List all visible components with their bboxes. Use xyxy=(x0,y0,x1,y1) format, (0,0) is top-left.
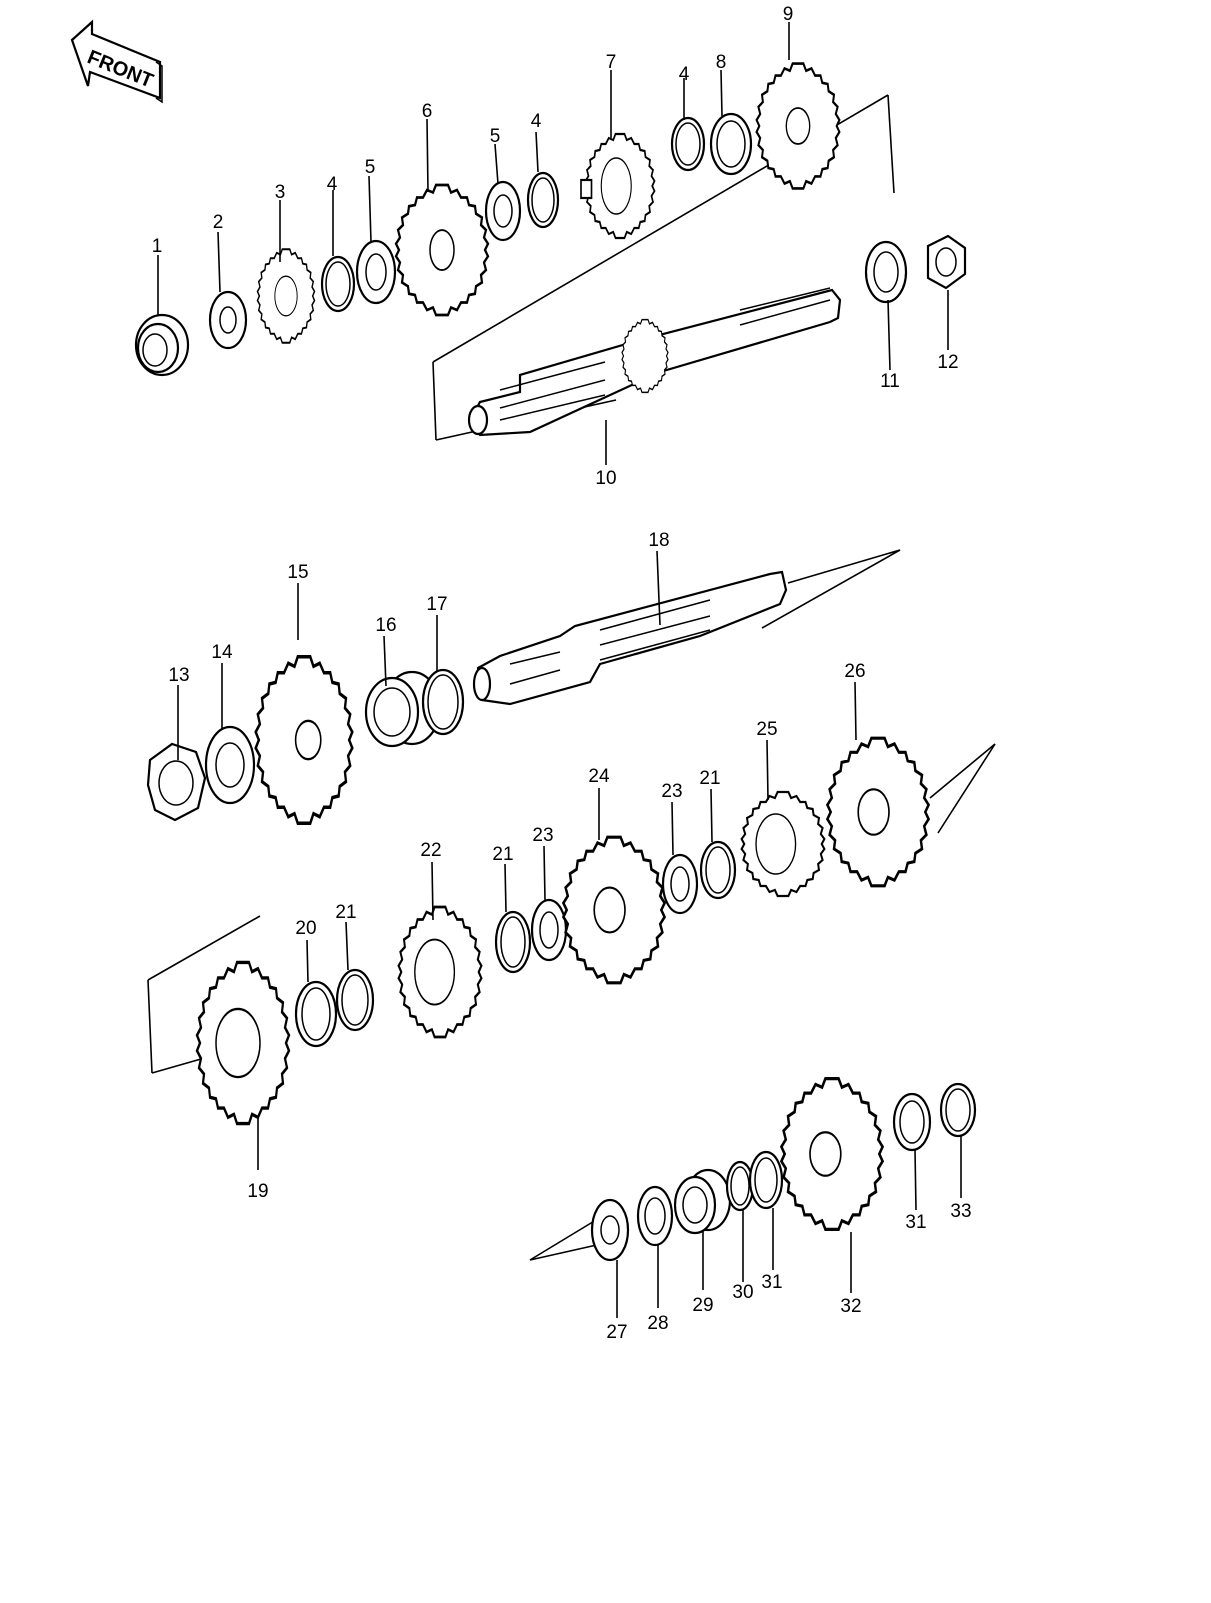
label-5: 5 xyxy=(365,157,376,178)
gear xyxy=(779,1077,885,1231)
needle-bearing xyxy=(134,313,190,377)
o-ring xyxy=(421,668,465,736)
label-18: 18 xyxy=(648,530,669,551)
label-30: 30 xyxy=(732,1282,753,1303)
label-17: 17 xyxy=(426,594,447,615)
label-21: 21 xyxy=(492,844,513,865)
label-23: 23 xyxy=(532,825,553,846)
lock-washer xyxy=(864,240,908,304)
shifter-gear xyxy=(397,905,483,1039)
front-arrow-icon: FRONT xyxy=(70,19,163,104)
label-9: 9 xyxy=(783,4,794,25)
label-6: 6 xyxy=(422,101,433,122)
leader-lines-upper xyxy=(157,22,949,465)
circlip xyxy=(320,255,356,313)
thrust-washer xyxy=(208,290,248,350)
splined-washer xyxy=(661,853,699,915)
label-4: 4 xyxy=(531,111,542,132)
label-23: 23 xyxy=(661,781,682,802)
gear xyxy=(394,183,490,317)
circlip xyxy=(670,116,706,172)
thrust-washer xyxy=(709,112,753,176)
label-21: 21 xyxy=(699,768,720,789)
thrust-washer xyxy=(590,1198,630,1262)
label-21: 21 xyxy=(335,902,356,923)
label-10: 10 xyxy=(595,468,616,489)
label-25: 25 xyxy=(756,719,777,740)
label-31: 31 xyxy=(761,1272,782,1293)
gear xyxy=(195,960,291,1126)
sprocket xyxy=(253,655,355,825)
input-shaft xyxy=(467,287,842,437)
nut xyxy=(146,742,207,822)
label-22: 22 xyxy=(420,840,441,861)
label-13: 13 xyxy=(168,665,189,686)
label-4: 4 xyxy=(327,174,338,195)
label-32: 32 xyxy=(840,1296,861,1317)
shifter-gear xyxy=(580,132,656,240)
circlip xyxy=(494,910,532,974)
output-shaft xyxy=(472,570,788,706)
gear xyxy=(755,62,841,190)
lower-shaft-group xyxy=(146,549,996,1262)
thrust-washer xyxy=(892,1092,932,1152)
label-33: 33 xyxy=(950,1201,971,1222)
label-12: 12 xyxy=(937,352,958,373)
thrust-washer xyxy=(636,1185,674,1247)
splined-washer xyxy=(355,239,397,305)
nut xyxy=(926,234,967,290)
label-24: 24 xyxy=(588,766,610,787)
label-27: 27 xyxy=(606,1322,627,1343)
circlip xyxy=(699,840,737,900)
label-19: 19 xyxy=(247,1181,268,1202)
label-8: 8 xyxy=(716,52,727,73)
label-29: 29 xyxy=(692,1295,713,1316)
label-26: 26 xyxy=(844,661,865,682)
label-1: 1 xyxy=(152,236,163,257)
label-16: 16 xyxy=(375,615,396,636)
label-15: 15 xyxy=(287,562,308,583)
gear xyxy=(825,736,931,888)
gear xyxy=(561,835,667,985)
splined-washer xyxy=(530,898,568,962)
label-31: 31 xyxy=(905,1212,926,1233)
label-20: 20 xyxy=(295,918,316,939)
leader-lines-lower xyxy=(177,550,962,1318)
gear xyxy=(740,790,826,898)
circlip xyxy=(526,171,560,229)
thrust-washer xyxy=(748,1150,784,1210)
label-2: 2 xyxy=(213,212,224,233)
part-number-labels: 1 2 3 4 4 4 5 5 6 7 8 9 10 11 12 13 14 1… xyxy=(152,4,972,1343)
label-14: 14 xyxy=(211,642,233,663)
label-3: 3 xyxy=(275,182,286,203)
label-11: 11 xyxy=(880,371,900,392)
circlip xyxy=(939,1082,977,1138)
thrust-washer xyxy=(294,980,338,1048)
splined-washer xyxy=(484,180,522,242)
label-5: 5 xyxy=(490,126,501,147)
small-gear xyxy=(256,248,316,344)
circlip xyxy=(335,968,375,1032)
label-28: 28 xyxy=(647,1313,668,1334)
needle-bearing xyxy=(673,1168,732,1235)
lock-washer xyxy=(204,725,256,805)
upper-shaft-group xyxy=(134,62,967,441)
label-4: 4 xyxy=(679,64,690,85)
circlip xyxy=(725,1160,755,1212)
label-7: 7 xyxy=(606,52,617,73)
